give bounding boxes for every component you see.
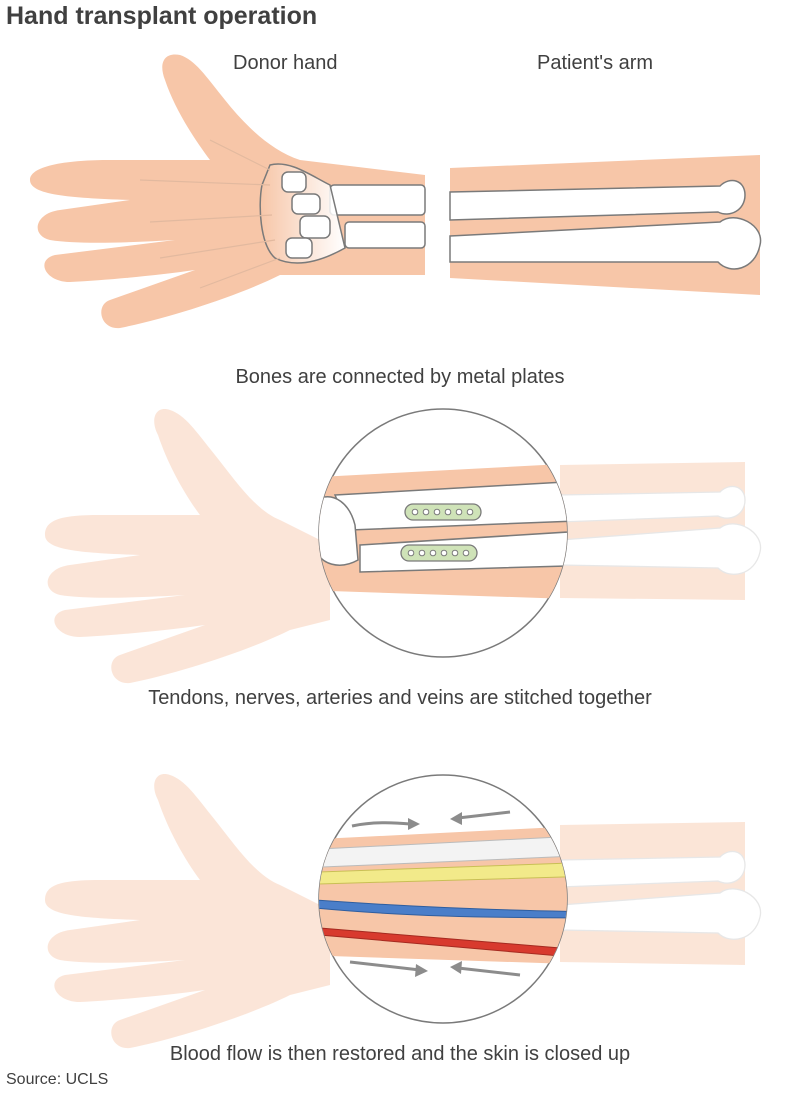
step-3-caption: Blood flow is then restored and the skin… <box>169 1043 631 1065</box>
magnified-bones <box>319 462 567 600</box>
flow-arrows <box>349 810 521 977</box>
magnified-tissues <box>319 825 567 965</box>
finger-bones <box>139 139 281 289</box>
panel2-faded-hand <box>45 409 762 684</box>
step-2-caption: Tendons, nerves, arteries and veins are … <box>148 687 652 709</box>
donor-bones <box>259 163 426 264</box>
source-credit: Source: UCLS <box>6 1071 109 1088</box>
arrow-heads <box>408 812 462 977</box>
donor-hand-label: Donor hand <box>233 52 338 74</box>
panel3-faded-hand <box>45 774 762 1049</box>
donor-hand <box>30 54 425 329</box>
metal-plate-upper <box>404 503 482 521</box>
patients-arm-label: Patient's arm <box>537 52 654 74</box>
step-1-caption: Bones are connected by metal plates <box>235 366 565 388</box>
metal-plate-lower <box>400 544 478 562</box>
patients-arm <box>449 155 762 295</box>
page-title: Hand transplant operation <box>6 2 318 30</box>
